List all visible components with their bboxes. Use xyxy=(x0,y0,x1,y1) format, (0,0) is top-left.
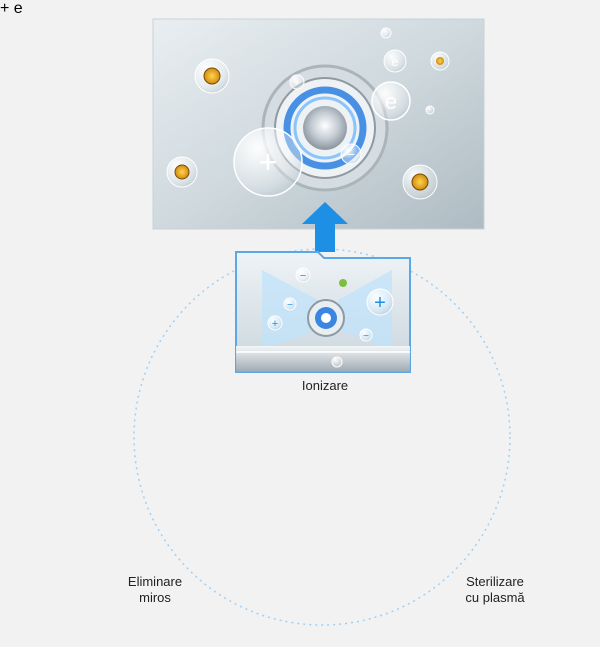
ion-bubble-icon: − xyxy=(359,328,373,342)
svg-text:+: + xyxy=(272,318,278,330)
ion-bubble-icon: + xyxy=(366,288,394,316)
germ-icon xyxy=(402,164,438,200)
germ-icon xyxy=(430,51,450,71)
cycle-dotted-circle xyxy=(133,248,511,626)
ion-bubble-icon: + xyxy=(233,127,303,197)
stage-label-sterilizare-plasma: Sterilizare cu plasmă xyxy=(465,574,525,605)
ion-bubble-icon: e xyxy=(13,0,23,17)
ion-bubble-icon: e xyxy=(383,49,407,73)
sterilizare-plasma-panel: + e xyxy=(0,0,23,17)
ion-bubble-icon: − xyxy=(283,297,297,311)
svg-text:−: − xyxy=(363,331,369,342)
ion-bubble-icon: e xyxy=(371,81,411,121)
ion-bubble-icon: + xyxy=(289,74,305,90)
stage-label-eliminare-miros: Eliminare miros xyxy=(127,574,183,605)
ion-bubble-icon: − xyxy=(340,143,362,165)
svg-text:−: − xyxy=(287,300,293,311)
up-arrow-icon xyxy=(302,202,348,252)
svg-text:+: + xyxy=(374,292,386,314)
svg-text:+: + xyxy=(294,78,300,89)
svg-text:e: e xyxy=(385,89,397,114)
ionizer-closeup-panel: + e e − + xyxy=(152,18,485,230)
germ-icon xyxy=(166,156,198,188)
svg-text:e: e xyxy=(391,54,398,69)
ion-bubble-icon: + xyxy=(0,0,10,17)
svg-text:−: − xyxy=(300,270,306,282)
ion-bubble-icon: − xyxy=(295,267,311,283)
svg-text:+: + xyxy=(259,144,278,180)
ion-bubble-icon: + xyxy=(267,315,283,331)
ionizare-panel: + − + − − xyxy=(235,251,411,373)
stage-label-ionizare: Ionizare xyxy=(301,378,349,393)
svg-text:−: − xyxy=(347,146,355,162)
germ-icon xyxy=(194,58,230,94)
